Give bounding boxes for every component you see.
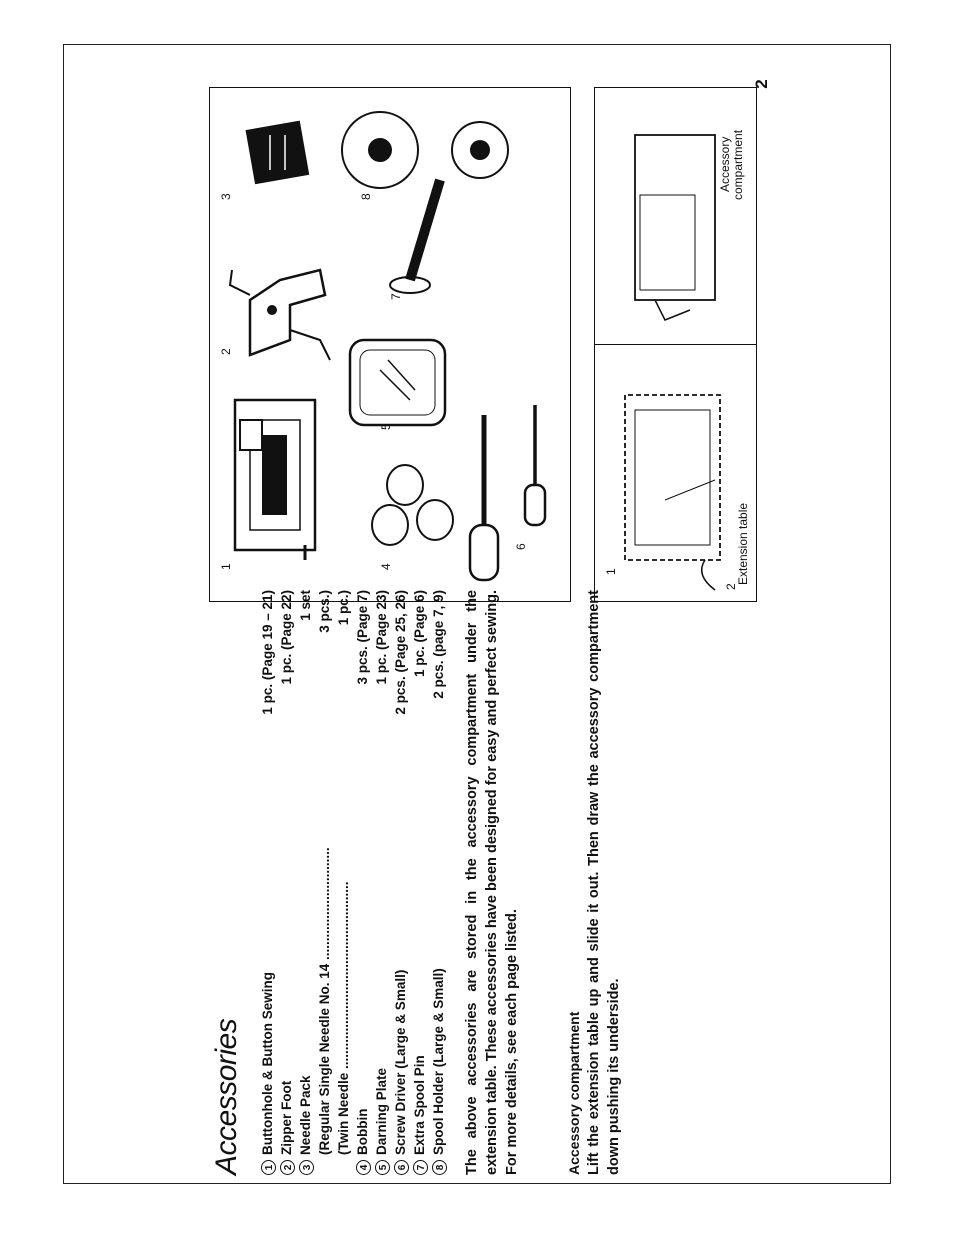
item-label: Needle Pack [298,1075,313,1155]
list-item: 3 Needle Pack 1 set [296,590,315,1175]
list-item: 1 Buttonhole & Button Sewing 1 pc. (Page… [258,590,277,1175]
figure-number: 5 [379,423,393,430]
accessory-compartment-illustration: Accessory compartment [634,129,745,321]
item-number: 2 [280,1160,295,1175]
bobbins-illustration [371,464,454,546]
extension-table-label: Extension table [736,503,750,585]
spool-pin-illustration [389,178,445,294]
page-title: Accessories [210,1018,243,1175]
step-1-label: 1 [604,568,618,575]
item-number: 8 [432,1160,447,1175]
list-item: 8 Spool Holder (Large & Small) 2 pcs. (p… [429,590,448,1175]
list-item: 5 Darning Plate 1 pc. (Page 23) [372,590,391,1175]
accessories-illustration: 1 2 3 4 5 6 7 8 [209,87,571,602]
compartment-heading: Accessory compartment [566,1011,582,1175]
figure-divider [595,344,756,345]
figure-number: 1 [219,563,233,570]
item-label: Bobbin [355,1108,370,1156]
spool-holders-illustration [341,111,509,189]
item-quantity: 1 pc. (Page 23) [374,590,389,685]
accessory-list: 1 Buttonhole & Button Sewing 1 pc. (Page… [258,590,448,1175]
list-item: 2 Zipper Foot 1 pc. (Page 22) [277,590,296,1175]
item-number: 1 [261,1160,276,1175]
extension-table-illustration: Extension table 1 2 [604,394,750,591]
item-label: (Regular Single Needle No. 14 ..........… [317,847,332,1155]
item-label: (Twin Needle ...........................… [336,881,351,1155]
list-item: 7 Extra Spool Pin 1 pc. (Page 6) [410,590,429,1175]
item-label: Zipper Foot [279,1080,294,1155]
list-item: (Twin Needle ...........................… [334,590,353,1175]
figure-number: 8 [359,193,373,200]
compartment-illustration: Extension table 1 2 Accessory compartmen… [594,87,757,602]
list-item: 6 Screw Driver (Large & Small) 2 pcs. (P… [391,590,410,1175]
item-quantity: 1 pc. (Page 19 – 21) [260,590,275,715]
figure-number: 4 [379,563,393,570]
item-label: Spool Holder (Large & Small) [431,968,446,1155]
item-number: 4 [356,1160,371,1175]
item-number: 3 [299,1160,314,1175]
item-label: Buttonhole & Button Sewing [260,972,275,1155]
screwdrivers-illustration [468,405,547,582]
list-item: (Regular Single Needle No. 14 ..........… [315,590,334,1175]
item-number: 7 [413,1160,428,1175]
darning-plate-illustration [348,338,447,427]
item-number: 6 [394,1160,409,1175]
figure-number: 7 [389,293,403,300]
item-label: Extra Spool Pin [412,1055,427,1155]
page-frame [63,44,891,1184]
step-2-label: 2 [724,583,738,590]
accessory-compartment-label-2: compartment [731,129,745,200]
figure-number: 2 [219,348,233,355]
item-label: Darning Plate [374,1067,389,1155]
accessory-compartment-label: Accessory [718,137,732,192]
item-quantity: 1 pc. (Page 22) [279,590,294,685]
item-label: Screw Driver (Large & Small) [393,969,408,1155]
needle-pack-illustration [245,120,310,185]
accessories-drawing: 1 2 3 4 5 6 7 8 [219,111,547,582]
item-number: 5 [375,1160,390,1175]
list-item: 4 Bobbin 3 pcs. (Page 7) [353,590,372,1175]
item-quantity: 3 pcs. (Page 7) [355,590,370,685]
intro-paragraph: The above accessories are stored in the … [464,590,520,1175]
item-quantity: 2 pcs. (Page 25, 26) [393,590,408,715]
text-column: Accessories 1 Buttonhole & Button Sewing… [210,590,680,1175]
figure-number: 6 [514,543,528,550]
zipper-foot-illustration [228,268,331,361]
buttonhole-foot-illustration [233,398,317,560]
item-quantity: 1 pc. (Page 6) [412,590,427,678]
item-quantity: 2 pcs. (page 7, 9) [431,590,446,699]
compartment-paragraph: Lift the extension table up and slide it… [586,590,622,1175]
figure-number: 3 [219,193,233,200]
compartment-drawing: Extension table 1 2 Accessory compartmen… [604,129,750,591]
